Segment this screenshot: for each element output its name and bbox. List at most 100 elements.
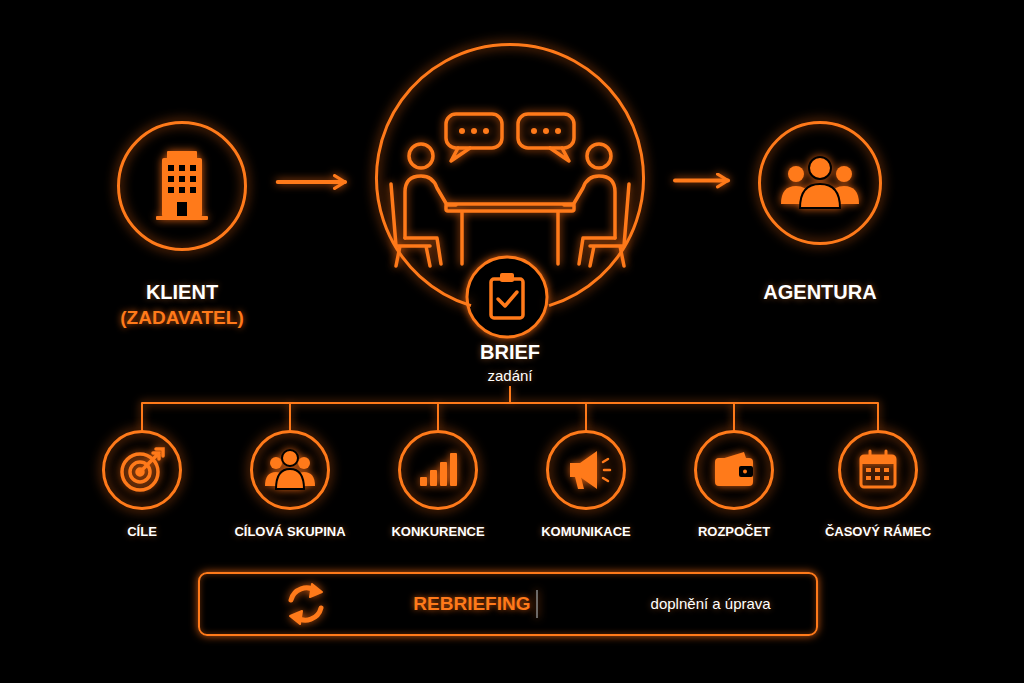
topic-circle: ČASOVÝ RÁMEC — [821, 430, 935, 540]
person-figure — [405, 176, 456, 238]
circle-outline — [377, 44, 644, 305]
node-sublabel: doplnění a úprava — [651, 595, 771, 613]
rebriefing-band: REBRIEFING doplnění a úprava — [198, 572, 818, 636]
meeting-illustration — [446, 204, 574, 211]
bar-chart-icon — [420, 477, 427, 486]
person-figure — [391, 184, 430, 266]
flow-arrow — [278, 180, 345, 184]
branch-line — [510, 387, 734, 430]
building-icon — [168, 176, 174, 182]
topic-circle: KONKURENCE — [387, 430, 488, 540]
node-label: BRIEF — [480, 340, 540, 364]
person-figure — [405, 238, 441, 264]
calendar-icon — [861, 456, 895, 487]
client-circle: KLIENT (ZADAVATEL) — [116, 121, 247, 330]
building-icon — [168, 187, 174, 193]
team-icon — [809, 157, 831, 179]
bar-chart-icon — [420, 453, 457, 486]
target-icon — [122, 449, 163, 490]
circle-outline — [694, 430, 774, 510]
building-icon — [156, 216, 208, 220]
branch-line — [510, 387, 586, 430]
calendar-icon — [866, 468, 871, 472]
calendar-icon — [875, 468, 880, 472]
wallet-icon — [715, 452, 753, 486]
building-icon — [179, 176, 185, 182]
circle-outline — [251, 432, 328, 509]
building-icon — [179, 187, 185, 193]
node-label: CÍLE — [127, 524, 157, 540]
node-label: CÍLOVÁ SKUPINA — [234, 524, 345, 540]
node-label: ROZPOČET — [698, 524, 770, 540]
calendar-icon — [884, 468, 889, 472]
circle-outline — [104, 432, 181, 509]
wallet-icon — [739, 466, 753, 477]
clipboard-badge — [500, 273, 514, 282]
team-icon — [781, 157, 859, 208]
building-icon — [190, 176, 196, 182]
node-label: ČASOVÝ RÁMEC — [825, 524, 931, 540]
clipboard-badge — [467, 257, 547, 337]
circle-outline — [758, 121, 882, 245]
meeting-illustration — [391, 114, 629, 266]
building-icon — [179, 165, 185, 171]
clipboard-badge — [491, 279, 523, 318]
bar-chart-icon — [430, 470, 437, 486]
node-label: REBRIEFING — [413, 593, 530, 616]
group-icon — [298, 457, 310, 469]
team-icon — [836, 166, 852, 182]
building-icon — [168, 165, 174, 171]
circle-outline — [548, 432, 625, 509]
group-icon — [276, 469, 304, 489]
node-sublabel: (ZADAVATEL) — [120, 307, 243, 330]
flow-arrow — [675, 179, 728, 183]
refresh-icon — [290, 584, 322, 624]
group-icon — [265, 450, 315, 489]
person-figure — [471, 128, 477, 134]
circle-outline — [398, 430, 478, 510]
topic-circle: ROZPOČET — [694, 430, 774, 540]
circle-outline — [838, 430, 918, 510]
circle-outline — [840, 432, 917, 509]
building-icon — [162, 158, 202, 217]
circle-outline — [250, 430, 330, 510]
building-icon — [177, 202, 187, 217]
team-icon — [788, 166, 804, 182]
calendar-icon — [884, 476, 889, 480]
node-label: KONKURENCE — [391, 524, 484, 540]
person-figure — [459, 128, 465, 134]
team-icon — [800, 184, 840, 208]
bar-chart-icon — [450, 453, 457, 486]
circle-outline — [117, 121, 247, 251]
wallet-icon — [743, 470, 747, 474]
calendar-icon — [866, 476, 871, 480]
meeting-illustration — [518, 114, 629, 266]
person-figure — [483, 128, 489, 134]
circle-outline — [102, 430, 182, 510]
refresh-icon — [310, 584, 322, 597]
wallet-icon — [715, 458, 753, 486]
person-figure — [446, 114, 502, 148]
group-icon — [282, 450, 298, 466]
topic-circle: CÍLOVÁ SKUPINA — [230, 430, 349, 540]
circle-outline — [375, 43, 645, 313]
clipboard-badge — [467, 257, 547, 337]
circle-outline — [399, 432, 476, 509]
group-icon — [270, 457, 282, 469]
circle-outline — [760, 123, 881, 244]
node-label: KLIENT — [146, 280, 218, 304]
topic-circle: KOMUNIKACE — [537, 430, 635, 540]
clipboard-badge — [498, 292, 517, 306]
calendar-icon — [861, 456, 895, 464]
branch-line — [438, 387, 510, 430]
calendar-icon — [875, 476, 880, 480]
building-icon — [190, 187, 196, 193]
branch-line — [510, 387, 878, 430]
branch-line — [290, 387, 510, 430]
circle-outline — [118, 123, 245, 250]
branch-line — [142, 387, 510, 430]
brief-circle: BRIEF zadání — [375, 43, 645, 385]
bar-chart-icon — [440, 462, 447, 486]
node-sublabel: zadání — [487, 367, 532, 385]
